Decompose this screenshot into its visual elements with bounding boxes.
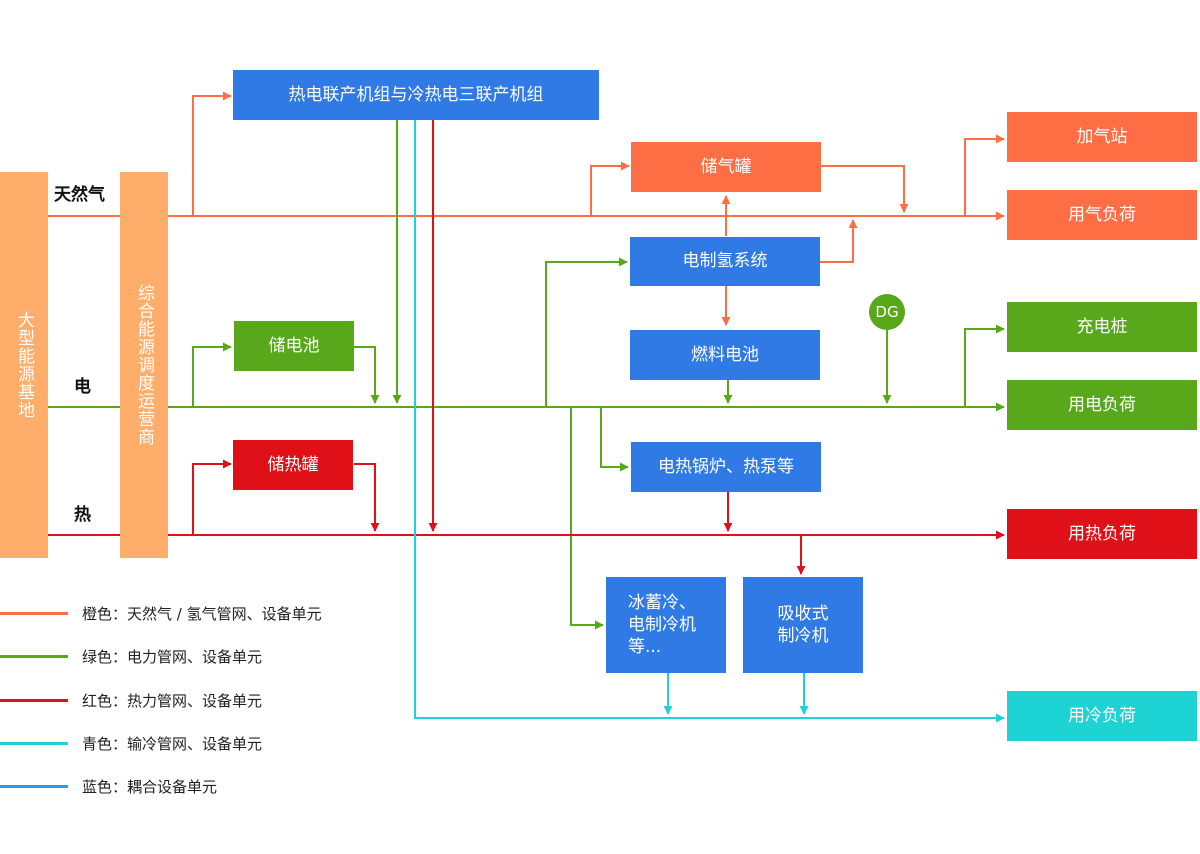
- energy-base-column: 大型能源基地: [0, 172, 48, 558]
- chp-unit: 热电联产机组与冷热电三联产机组: [233, 70, 599, 120]
- heat-storage-tank: 储热罐: [233, 440, 353, 490]
- cooling-load: 用冷负荷: [1007, 691, 1197, 741]
- gas-to-station: [964, 134, 1005, 216]
- power-to-ice-storage: [570, 407, 604, 630]
- legend-item-heat: 红色：热力管网、设备单元: [0, 690, 380, 710]
- heat-bus-label: 热: [74, 505, 91, 525]
- chp-to-cooling-load: [414, 120, 1005, 723]
- operator-label: 综合能源调度运营商: [134, 284, 155, 446]
- gas-station: 加气站: [1007, 112, 1197, 162]
- charging-pile: 充电桩: [1007, 302, 1197, 352]
- legend-text-heat: 红色：热力管网、设备单元: [82, 692, 263, 710]
- legend-item-cooling: 青色：输冷管网、设备单元: [0, 733, 380, 753]
- power-to-electrolysis: [545, 257, 628, 407]
- gas-bus-label: 天然气: [54, 185, 105, 205]
- legend-swatch-cooling: [0, 742, 68, 745]
- legend-text-cooling: 青色：输冷管网、设备单元: [82, 735, 263, 753]
- power-to-charging: [964, 324, 1005, 407]
- heat-load: 用热负荷: [1007, 509, 1197, 559]
- legend-item-coupling: 蓝色：耦合设备单元: [0, 776, 380, 796]
- dg-node: DG: [869, 294, 905, 330]
- power-load: 用电负荷: [1007, 380, 1197, 430]
- ice-storage-chiller: 冰蓄冷、 电制冷机 等...: [606, 577, 726, 673]
- heat-to-heat-tank: [192, 459, 232, 535]
- battery-storage: 储电池: [234, 321, 354, 371]
- energy-base-label: 大型能源基地: [14, 311, 35, 419]
- electric-boiler-heat-pump: 电热锅炉、热泵等: [631, 442, 821, 492]
- legend-text-coupling: 蓝色：耦合设备单元: [82, 778, 218, 796]
- gas-to-gas-tank: [590, 161, 630, 216]
- gas-to-chp: [192, 91, 232, 216]
- ice-storage-line-2: 电制冷机: [628, 614, 696, 635]
- absorption-line-2: 制冷机: [777, 626, 829, 646]
- cooling-network-lines: [414, 120, 1005, 723]
- operator-column: 综合能源调度运营商: [120, 172, 168, 558]
- electrolysis-system: 电制氢系统: [630, 237, 820, 286]
- absorption-chiller: 吸收式 制冷机: [743, 577, 863, 673]
- legend-text-power: 绿色：电力管网、设备单元: [82, 648, 263, 666]
- battery-to-bus: [354, 346, 380, 404]
- power-to-boiler: [600, 407, 629, 472]
- power-bus-label: 电: [74, 377, 91, 397]
- gas-tank-to-bus: [821, 165, 909, 213]
- h2-to-gas-bus: [820, 219, 858, 263]
- fuel-cell: 燃料电池: [630, 330, 820, 380]
- power-to-battery: [192, 342, 232, 407]
- gas-tank: 储气罐: [631, 142, 821, 192]
- legend-item-gas: 橙色：天然气 / 氢气管网、设备单元: [0, 603, 380, 623]
- heat-network-lines: [48, 120, 1005, 575]
- gas-load: 用气负荷: [1007, 190, 1197, 240]
- legend-swatch-power: [0, 655, 68, 658]
- legend-swatch-gas: [0, 612, 68, 615]
- power-network-lines: [48, 120, 1005, 630]
- legend-swatch-coupling: [0, 785, 68, 788]
- legend-text-gas: 橙色：天然气 / 氢气管网、设备单元: [82, 605, 322, 623]
- legend-swatch-heat: [0, 699, 68, 702]
- absorption-line-1: 吸收式: [777, 603, 829, 624]
- gas-network-lines: [48, 91, 1005, 326]
- ice-storage-line-1: 冰蓄冷、: [628, 592, 696, 613]
- legend-item-power: 绿色：电力管网、设备单元: [0, 646, 380, 666]
- heat-tank-to-bus: [354, 463, 380, 532]
- ice-storage-line-3: 等...: [628, 637, 662, 658]
